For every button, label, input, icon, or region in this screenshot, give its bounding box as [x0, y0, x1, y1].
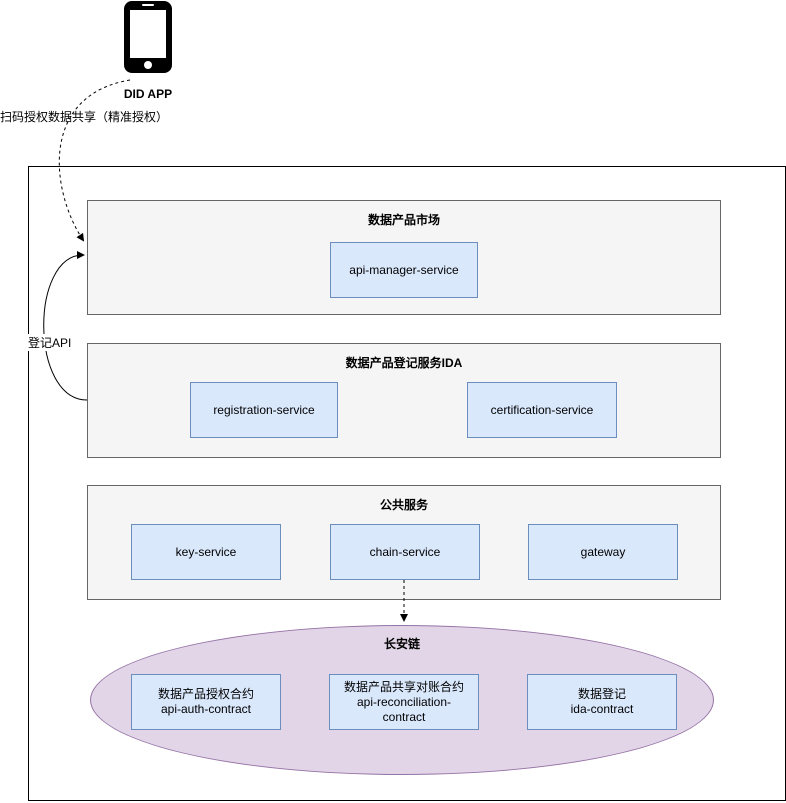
service-label: gateway: [580, 544, 626, 559]
group-title-common: 公共服务: [379, 498, 428, 512]
gateway-box[interactable]: gateway: [528, 524, 678, 580]
smartphone-icon: [123, 0, 173, 74]
group-registration-ida: 数据产品登记服务IDA registration-service certifi…: [87, 343, 721, 458]
app-label: DID APP: [123, 87, 173, 101]
contract-name-en-cont: contract: [382, 709, 426, 724]
service-label: registration-service: [213, 402, 315, 417]
contract-name-en: ida-contract: [570, 702, 634, 716]
certification-service-box[interactable]: certification-service: [467, 382, 617, 438]
contract-ida-box[interactable]: 数据登记 ida-contract: [527, 674, 677, 730]
contract-name-en: api-reconciliation-: [356, 694, 452, 709]
group-title-market: 数据产品市场: [367, 213, 440, 227]
contract-reconciliation-box[interactable]: 数据产品共享对账合约 api-reconciliation- contract: [329, 674, 479, 730]
group-data-market: 数据产品市场 api-manager-service: [87, 200, 721, 315]
key-service-box[interactable]: key-service: [131, 524, 281, 580]
registration-service-box[interactable]: registration-service: [190, 382, 338, 438]
register-api-label: 登记API: [28, 334, 72, 351]
service-label: key-service: [175, 544, 237, 559]
service-label: api-manager-service: [349, 262, 459, 277]
chain-title: 长安链: [383, 637, 420, 651]
api-manager-service-box[interactable]: api-manager-service: [330, 242, 478, 298]
chain-service-box[interactable]: chain-service: [330, 524, 480, 580]
contract-name-en: api-auth-contract: [160, 702, 252, 716]
group-title-registration: 数据产品登记服务IDA: [345, 356, 463, 370]
group-common-services: 公共服务 key-service chain-service gateway: [87, 485, 721, 600]
contract-name-cn: 数据登记: [577, 687, 626, 701]
service-label: certification-service: [490, 402, 594, 417]
app-caption: 扫码授权数据共享（精准授权）: [0, 110, 169, 124]
contract-name-cn: 数据产品授权合约: [157, 687, 254, 701]
contract-name-cn: 数据产品共享对账合约: [343, 679, 464, 694]
service-label: chain-service: [369, 544, 441, 559]
contract-auth-box[interactable]: 数据产品授权合约 api-auth-contract: [131, 674, 281, 730]
